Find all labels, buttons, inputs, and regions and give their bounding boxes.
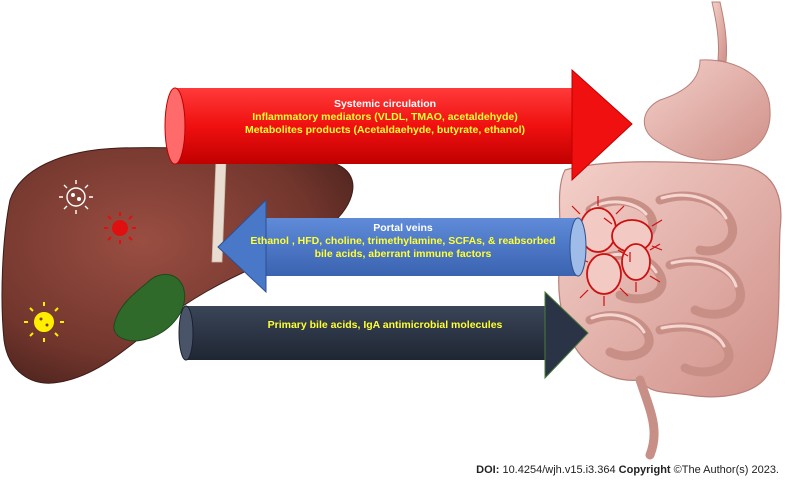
- primary-bile-acids-arrow: [178, 290, 589, 380]
- gallbladder: [113, 274, 186, 342]
- portal-veins-arrow: [217, 198, 587, 294]
- microbe-cluster: [579, 207, 653, 295]
- portal-line-2: bile acids, aberrant immune factors: [314, 248, 492, 260]
- doi-value: 10.4254/wjh.v15.i3.364: [499, 464, 619, 476]
- systemic-circulation-arrow: [164, 68, 633, 182]
- citation-footer: DOI: 10.4254/wjh.v15.i3.364 Copyright ©T…: [476, 464, 779, 476]
- esophagus: [711, 1, 727, 63]
- primary-bile-acids-text: Primary bile acids, IgA antimicrobial mo…: [267, 319, 503, 331]
- virus-red-icon: [104, 212, 136, 244]
- portal-veins-text: Portal veins Ethanol , HFD, choline, tri…: [238, 222, 568, 261]
- doi-label: DOI:: [476, 464, 500, 476]
- copyright-label: Copyright: [618, 464, 671, 476]
- virus-white-icon: [59, 180, 93, 214]
- systemic-line-1: Inflammatory mediators (VLDL, TMAO, acet…: [252, 111, 518, 123]
- microbe-flagella: [567, 196, 663, 306]
- virus-yellow-icon: [24, 302, 64, 342]
- systemic-circulation-text: Systemic circulation Inflammatory mediat…: [190, 98, 580, 137]
- systemic-title: Systemic circulation: [333, 98, 437, 110]
- portal-line-1-bold: Ethanol: [250, 235, 289, 247]
- portal-line-1: Ethanol , HFD, choline, trimethylamine, …: [238, 235, 568, 248]
- portal-title: Portal veins: [373, 222, 433, 234]
- copyright-value: ©The Author(s) 2023.: [670, 464, 779, 476]
- gut-illustration: [558, 1, 782, 460]
- systemic-line-2: Metabolites products (Acetaldaehyde, but…: [244, 124, 526, 136]
- stomach: [643, 59, 771, 161]
- portal-line-1-rest: , HFD, choline, trimethylamine, SCFAs, &…: [288, 235, 556, 247]
